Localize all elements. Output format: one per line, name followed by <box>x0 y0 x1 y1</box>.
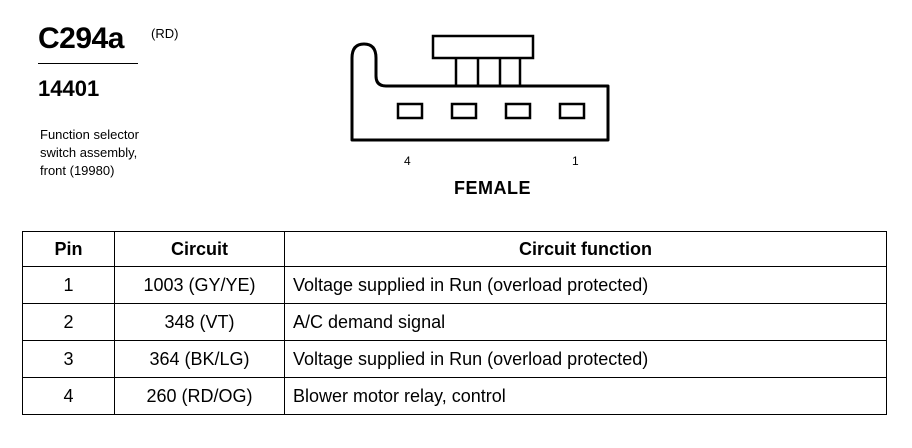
table-row: 3 364 (BK/LG) Voltage supplied in Run (o… <box>22 340 887 378</box>
function-cell: Voltage supplied in Run (overload protec… <box>284 266 887 304</box>
latch-bar <box>431 34 535 60</box>
circuit-cell: 348 (VT) <box>114 303 285 341</box>
pin-cell: 4 <box>22 377 115 415</box>
function-cell: A/C demand signal <box>284 303 887 341</box>
column-header-circuit: Circuit <box>114 231 285 267</box>
pin-cell: 1 <box>22 266 115 304</box>
pin-cavity-3 <box>450 102 478 120</box>
circuit-cell: 364 (BK/LG) <box>114 340 285 378</box>
pin-cell: 3 <box>22 340 115 378</box>
pin-cavity-4 <box>396 102 424 120</box>
function-cell: Voltage supplied in Run (overload protec… <box>284 340 887 378</box>
connector-gender-label: FEMALE <box>454 178 531 198</box>
pin-cell: 2 <box>22 303 115 341</box>
pin-number-right: 1 <box>572 154 579 168</box>
connector-description: Function selector switch assembly, front… <box>40 127 139 178</box>
table-row: 2 348 (VT) A/C demand signal <box>22 303 887 341</box>
function-cell: Blower motor relay, control <box>284 377 887 415</box>
part-number: 14401 <box>38 76 100 101</box>
table-row: 4 260 (RD/OG) Blower motor relay, contro… <box>22 377 887 415</box>
pin-number-left: 4 <box>404 154 411 168</box>
pinout-table: Pin Circuit Circuit function 1 1003 (GY/… <box>22 231 887 415</box>
pin-cavity-2 <box>504 102 532 120</box>
connector-id: C294a <box>38 22 124 55</box>
circuit-cell: 260 (RD/OG) <box>114 377 285 415</box>
connector-face-diagram <box>350 34 610 142</box>
table-row: 1 1003 (GY/YE) Voltage supplied in Run (… <box>22 266 887 304</box>
column-header-function: Circuit function <box>284 231 887 267</box>
table-header-row: Pin Circuit Circuit function <box>22 231 887 267</box>
title-divider <box>38 63 138 64</box>
circuit-cell: 1003 (GY/YE) <box>114 266 285 304</box>
pin-cavity-1 <box>558 102 586 120</box>
connector-color: (RD) <box>151 26 179 41</box>
column-header-pin: Pin <box>22 231 115 267</box>
